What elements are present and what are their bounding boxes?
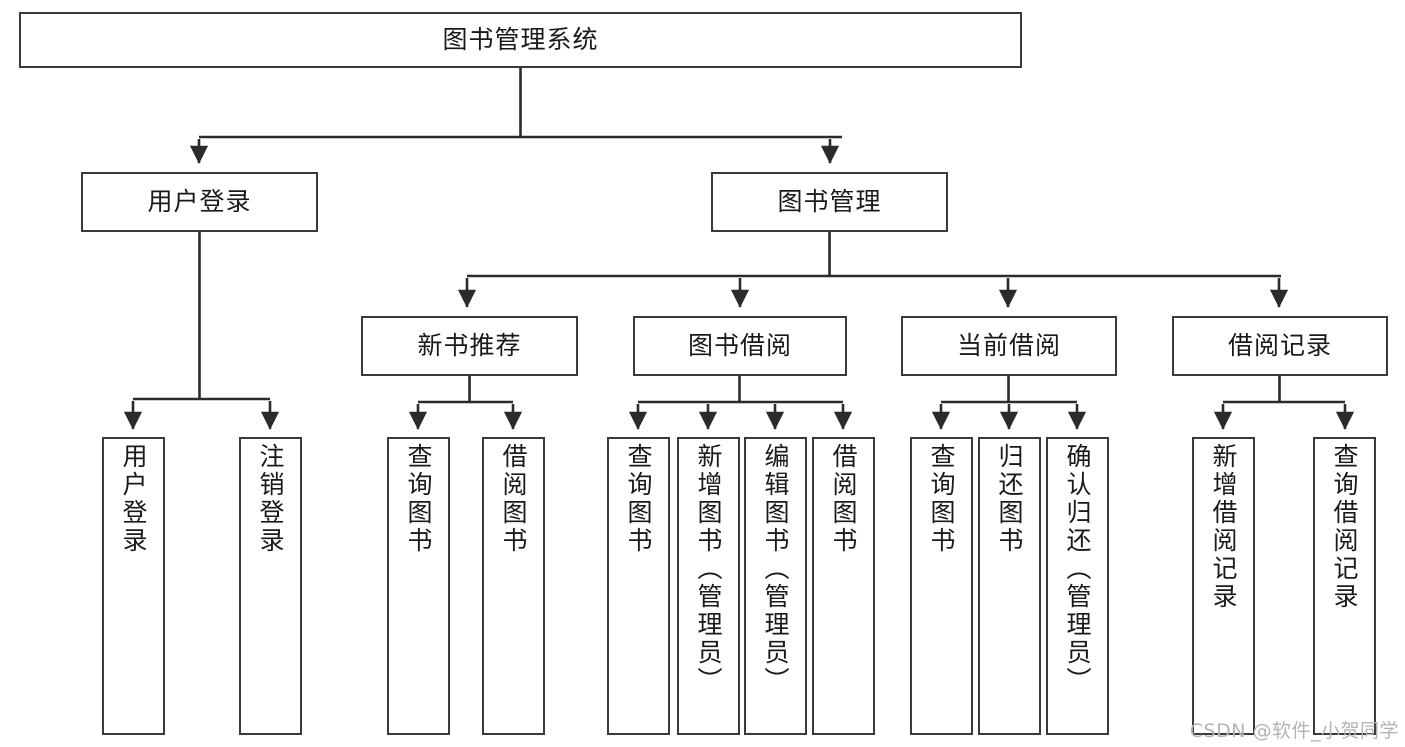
node-user-login[interactable]: 用户登录 (81, 172, 318, 232)
node-label: 归还图书 (995, 443, 1024, 555)
node-leaf-edit-book[interactable]: 编辑图书（管理员） (744, 437, 807, 735)
node-leaf-add-book[interactable]: 新增图书（管理员） (677, 437, 740, 735)
node-label: 用户登录 (119, 443, 148, 555)
node-label: 图书管理系统 (442, 25, 599, 55)
node-leaf-borrow-book-2[interactable]: 借阅图书 (812, 437, 875, 735)
node-label: 借阅图书 (499, 443, 528, 555)
node-borrow-record[interactable]: 借阅记录 (1172, 316, 1388, 376)
node-leaf-confirm-return[interactable]: 确认归还（管理员） (1046, 437, 1109, 735)
node-label: 新增借阅记录 (1209, 443, 1238, 611)
node-label: 借阅图书 (829, 443, 858, 555)
node-leaf-query-book-2[interactable]: 查询图书 (607, 437, 670, 735)
node-label: 新增图书（管理员） (694, 443, 723, 695)
node-root-system[interactable]: 图书管理系统 (19, 12, 1022, 68)
node-leaf-query-book-1[interactable]: 查询图书 (387, 437, 450, 735)
node-label: 图书管理 (777, 187, 882, 217)
node-label: 当前借阅 (956, 331, 1061, 361)
node-book-borrow[interactable]: 图书借阅 (633, 316, 847, 376)
node-label: 编辑图书（管理员） (761, 443, 790, 695)
node-label: 注销登录 (256, 443, 285, 555)
node-leaf-borrow-book-1[interactable]: 借阅图书 (482, 437, 545, 735)
node-label: 借阅记录 (1227, 331, 1332, 361)
csdn-watermark: CSDN @软件_小贺同学 (1189, 720, 1399, 742)
node-label: 查询图书 (624, 443, 653, 555)
node-leaf-logout-login[interactable]: 注销登录 (239, 437, 302, 735)
node-leaf-return-book[interactable]: 归还图书 (978, 437, 1041, 735)
node-leaf-query-record[interactable]: 查询借阅记录 (1313, 437, 1376, 735)
node-label: 查询图书 (927, 443, 956, 555)
node-label: 新书推荐 (417, 331, 522, 361)
node-label: 查询借阅记录 (1330, 443, 1359, 611)
node-leaf-user-login[interactable]: 用户登录 (102, 437, 165, 735)
node-book-manage[interactable]: 图书管理 (711, 172, 948, 232)
node-label: 查询图书 (404, 443, 433, 555)
node-leaf-query-book-3[interactable]: 查询图书 (910, 437, 973, 735)
node-label: 用户登录 (147, 187, 252, 217)
node-new-book-recommend[interactable]: 新书推荐 (361, 316, 578, 376)
node-current-borrow[interactable]: 当前借阅 (901, 316, 1117, 376)
node-label: 图书借阅 (687, 331, 792, 361)
node-leaf-add-record[interactable]: 新增借阅记录 (1192, 437, 1255, 735)
node-label: 确认归还（管理员） (1063, 443, 1092, 695)
